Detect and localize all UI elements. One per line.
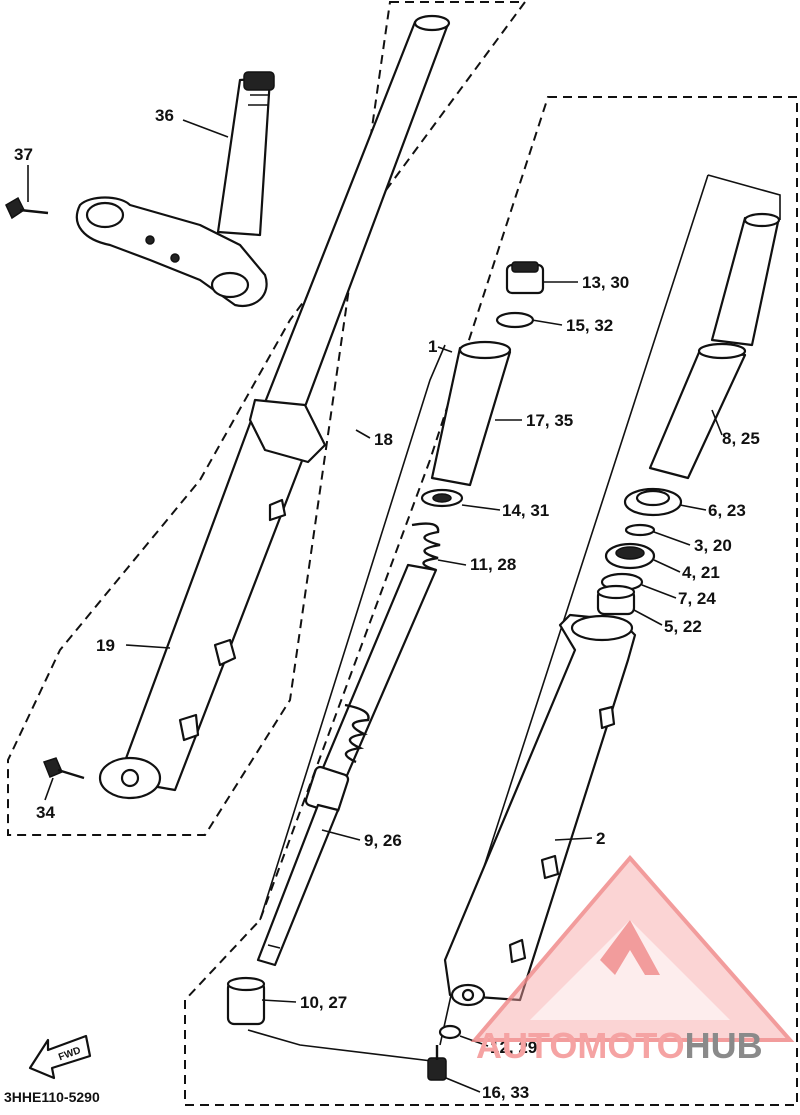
oil-seal-4 (604, 542, 656, 570)
diagram-code: 3HHE110-5290 (4, 1089, 100, 1105)
leader-lines (27, 119, 723, 1093)
callout-11-28: 11, 28 (470, 555, 516, 574)
callout-5-22: 5, 22 (664, 617, 702, 636)
callout-17-35: 17, 35 (526, 411, 573, 430)
under-bracket (75, 196, 268, 308)
callout-34: 34 (36, 803, 55, 822)
group-outline-inner-fork (184, 96, 798, 1106)
fork-spring-11 (318, 522, 441, 782)
callout-7-24: 7, 24 (678, 589, 716, 608)
callout-3-20: 3, 20 (694, 536, 732, 555)
callout-13-30: 13, 30 (582, 273, 629, 292)
fwd-arrow-icon: FWD (28, 1034, 92, 1080)
callout-10-27: 10, 27 (300, 993, 347, 1012)
o-ring-15 (495, 311, 535, 329)
dust-seal-6 (623, 487, 683, 517)
callout-19: 19 (96, 636, 115, 655)
callout-15-32: 15, 32 (566, 316, 613, 335)
cap-bolt-13 (505, 261, 545, 295)
callout-18: 18 (374, 430, 393, 449)
damper-rod-9 (256, 765, 350, 967)
clip-3 (624, 523, 656, 537)
bolt-34 (43, 757, 85, 780)
callout-1: 1 (428, 337, 437, 356)
callout-14-31: 14, 31 (502, 501, 549, 520)
watermark-brand-b: HUB (685, 1025, 763, 1066)
spacer-17 (430, 340, 512, 487)
group-outline-left-fork (7, 0, 527, 836)
leader-group-3 (247, 1029, 441, 1063)
inner-tube-8-upper (710, 212, 781, 347)
watermark-brand-a: AUTOMOTO (476, 1025, 685, 1066)
group-outline-damper (707, 174, 781, 220)
inner-tube-8-lower (648, 342, 747, 480)
callout-37: 37 (14, 145, 33, 164)
callout-12-29: 12, 29 (490, 1038, 537, 1057)
damper-piece-10 (226, 976, 266, 1026)
slide-bushing-5 (596, 584, 636, 616)
steering-stem (216, 71, 275, 237)
bolt-37 (5, 196, 49, 220)
watermark-logo (470, 854, 795, 1042)
inner-tube-18 (260, 14, 451, 422)
callout-8-25: 8, 25 (722, 429, 760, 448)
gasket-12 (438, 1024, 462, 1040)
callout-36: 36 (155, 106, 174, 125)
bolt-16 (427, 1045, 447, 1081)
outer-tube-2 (443, 613, 637, 1007)
callout-9-26: 9, 26 (364, 831, 402, 850)
leader-group-1 (259, 344, 446, 921)
callout-16-33: 16, 33 (482, 1083, 529, 1102)
callout-2: 2 (596, 829, 605, 848)
callout-4-21: 4, 21 (682, 563, 720, 582)
watermark-brand: AUTOMOTOHUB (476, 1025, 763, 1066)
callout-6-23: 6, 23 (708, 501, 746, 520)
outer-tube-19 (98, 398, 327, 800)
